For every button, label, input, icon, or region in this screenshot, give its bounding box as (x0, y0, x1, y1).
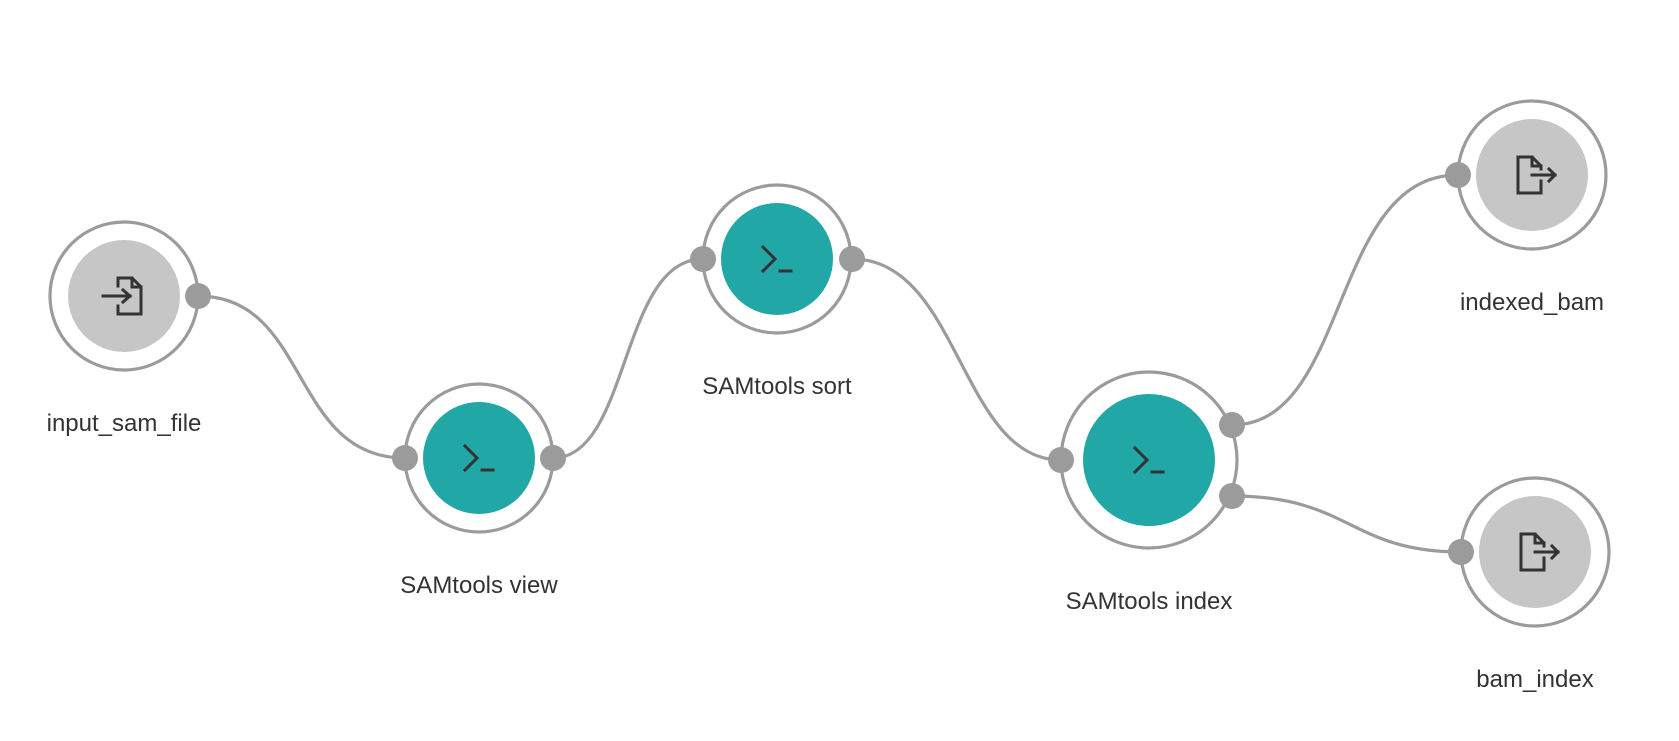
output-port[interactable] (540, 445, 566, 471)
node-samtools_view[interactable]: SAMtools view (392, 382, 566, 599)
input-port[interactable] (1448, 539, 1474, 565)
edge-samtools_view-to-samtools_sort (552, 257, 704, 460)
node-indexed_bam[interactable]: indexed_bam (1445, 99, 1608, 316)
input-port[interactable] (392, 445, 418, 471)
output-port-indexed_bam[interactable] (1219, 412, 1245, 438)
output-port[interactable] (185, 283, 211, 309)
node-label: bam_index (1476, 666, 1593, 693)
edge-samtools_sort-to-samtools_index (851, 257, 1062, 462)
node-label: input_sam_file (47, 410, 202, 437)
node-samtools_sort[interactable]: SAMtools sort (690, 183, 865, 400)
input-port[interactable] (690, 246, 716, 272)
file-import-icon (101, 276, 143, 316)
node-bam_index[interactable]: bam_index (1448, 476, 1611, 693)
terminal-prompt-icon (1132, 445, 1165, 475)
edge-samtools_index-to-indexed_bam (1231, 173, 1459, 427)
node-samtools_index[interactable]: SAMtools index (1048, 370, 1245, 615)
file-export-icon (1519, 532, 1561, 572)
node-label: SAMtools sort (702, 373, 852, 400)
edge-input_sam_file-to-samtools_view (197, 294, 406, 460)
node-label: SAMtools index (1066, 588, 1233, 615)
output-port[interactable] (839, 246, 865, 272)
terminal-prompt-icon (462, 443, 495, 473)
output-port-bam_index[interactable] (1219, 483, 1245, 509)
input-port[interactable] (1445, 162, 1471, 188)
terminal-prompt-icon (760, 244, 793, 274)
node-label: indexed_bam (1460, 289, 1604, 316)
file-export-icon (1516, 155, 1558, 195)
node-input_sam_file[interactable]: input_sam_file (47, 220, 211, 437)
input-port[interactable] (1048, 447, 1074, 473)
node-label: SAMtools view (400, 572, 558, 599)
edge-samtools_index-to-bam_index (1231, 494, 1462, 554)
